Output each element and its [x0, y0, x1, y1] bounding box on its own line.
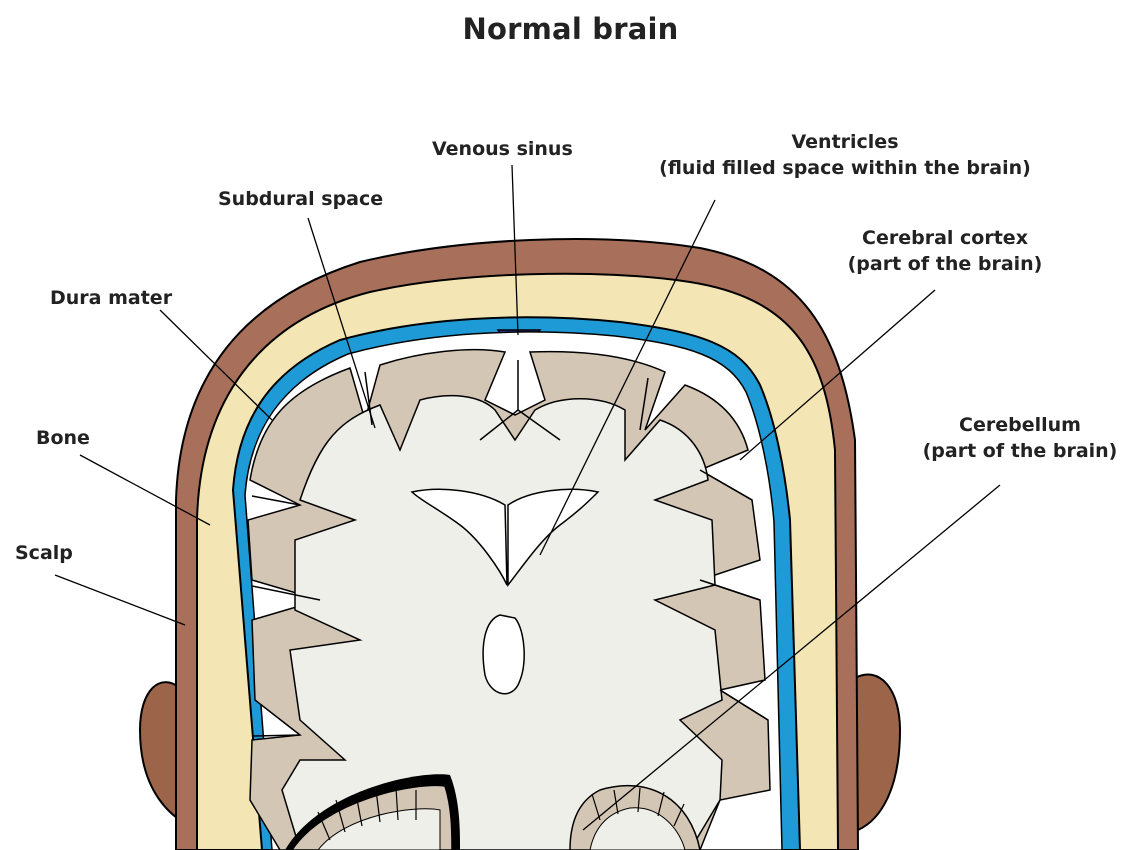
- label-cerebellum: Cerebellum (part of the brain): [900, 412, 1140, 464]
- leader-scalp: [55, 575, 185, 625]
- label-cerebellum-line2: (part of the brain): [900, 438, 1140, 464]
- third-ventricle: [483, 615, 524, 694]
- label-ventricles-line2: (fluid filled space within the brain): [615, 155, 1075, 181]
- right-ear: [852, 675, 900, 830]
- label-cerebral-cortex-line2: (part of the brain): [815, 251, 1075, 277]
- label-cerebral-cortex-line1: Cerebral cortex: [815, 225, 1075, 251]
- label-cerebral-cortex: Cerebral cortex (part of the brain): [815, 225, 1075, 277]
- label-cerebellum-line1: Cerebellum: [900, 412, 1140, 438]
- label-venous-sinus: Venous sinus: [432, 136, 573, 162]
- label-ventricles: Ventricles (fluid filled space within th…: [615, 129, 1075, 181]
- label-subdural-space: Subdural space: [218, 186, 383, 212]
- label-bone: Bone: [36, 425, 90, 451]
- label-ventricles-line1: Ventricles: [615, 129, 1075, 155]
- label-scalp: Scalp: [15, 540, 73, 566]
- label-dura-mater: Dura mater: [50, 285, 172, 311]
